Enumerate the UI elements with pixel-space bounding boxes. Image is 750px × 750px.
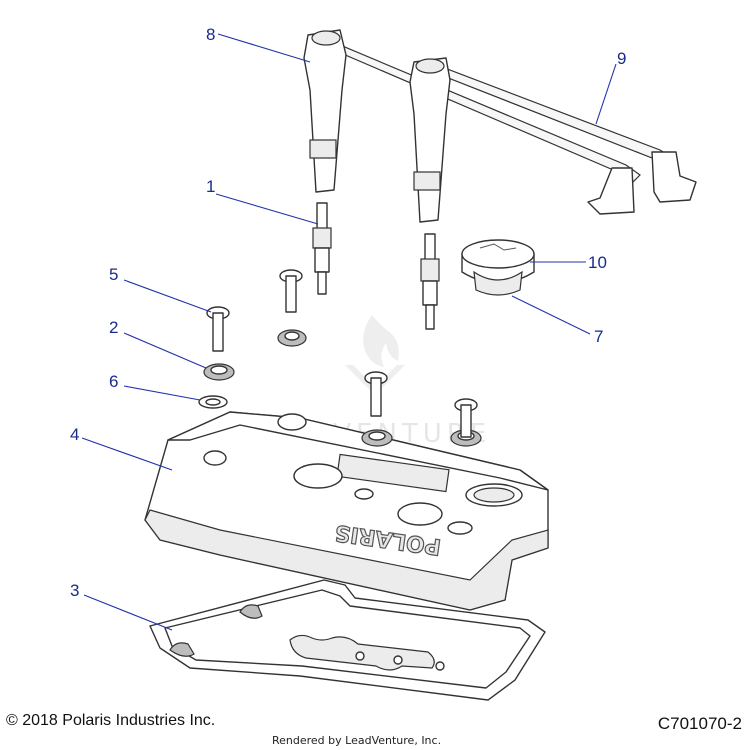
o-ring-7 [473,270,523,296]
spark-plug-wires[interactable] [303,29,697,223]
wire-end-boot-9a [587,167,635,215]
spark-plugs[interactable] [312,202,440,330]
gasket-part[interactable] [149,579,546,701]
callout-1: 1 [206,177,215,196]
callout-10: 10 [588,253,607,272]
callout-8: 8 [206,25,215,44]
callout-4: 4 [70,425,79,444]
callout-9: 9 [617,49,626,68]
wire-end-boot-9b [651,151,697,203]
callout-6: 6 [109,372,118,391]
bolt-5 [206,306,230,352]
bolts[interactable] [206,269,478,438]
diagram-code: C701070-2 [657,714,742,733]
callouts: 8 9 1 10 7 5 2 6 4 3 [70,25,626,600]
copyright-text: © 2018 Polaris Industries Inc. [6,712,216,729]
coil-boot-8 [303,29,347,193]
callout-3: 3 [70,581,79,600]
washers[interactable] [198,329,482,447]
leader-lines [81,33,617,631]
callout-5: 5 [109,265,118,284]
rendered-by-text: Rendered by LeadVenture, Inc. [272,734,442,747]
oil-fill-cap[interactable] [461,239,535,296]
valve-cover-part[interactable]: POLARIS [144,411,549,611]
callout-7: 7 [594,327,603,346]
callout-2: 2 [109,318,118,337]
spark-plug-1 [312,202,332,295]
